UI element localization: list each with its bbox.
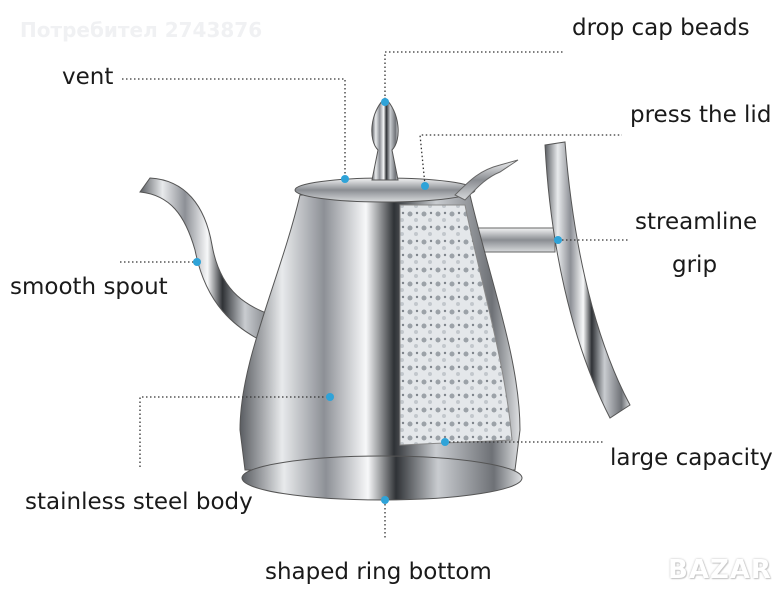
- leader-lines: [120, 51, 628, 540]
- knob: [371, 97, 399, 181]
- label-streamline: streamline: [635, 209, 758, 235]
- label-grip: grip: [672, 252, 718, 278]
- label-stainless-steel-body: stainless steel body: [25, 489, 253, 515]
- watermark: Потребител 2743876: [20, 18, 263, 42]
- water-window: [399, 204, 513, 446]
- handle-bar: [469, 227, 556, 253]
- label-smooth-spout: smooth spout: [10, 274, 168, 300]
- label-large-capacity: large capacity: [610, 445, 773, 471]
- lid: [294, 177, 476, 203]
- ring-bottom: [241, 455, 523, 501]
- marker-dots: [193, 98, 562, 504]
- lid-press: [454, 159, 519, 201]
- bazar-logo: BAZAR: [668, 555, 772, 585]
- label-vent: vent: [62, 64, 114, 90]
- handle-grip: [544, 141, 631, 419]
- spout: [139, 177, 291, 351]
- label-press-the-lid: press the lid: [630, 102, 772, 128]
- label-shaped-ring-bottom: shaped ring bottom: [265, 559, 492, 585]
- label-drop-cap-beads: drop cap beads: [572, 15, 750, 41]
